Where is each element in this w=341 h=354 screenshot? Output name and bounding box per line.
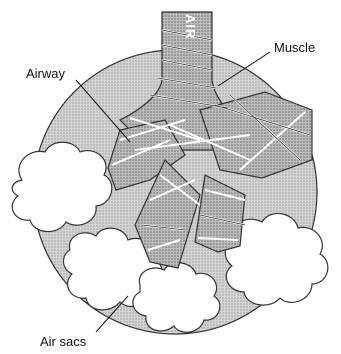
airway-label: Airway	[26, 66, 66, 81]
air-vertical-label: AIR	[183, 14, 198, 39]
muscle-label: Muscle	[274, 40, 315, 55]
air-sacs-label: Air sacs	[40, 334, 87, 349]
